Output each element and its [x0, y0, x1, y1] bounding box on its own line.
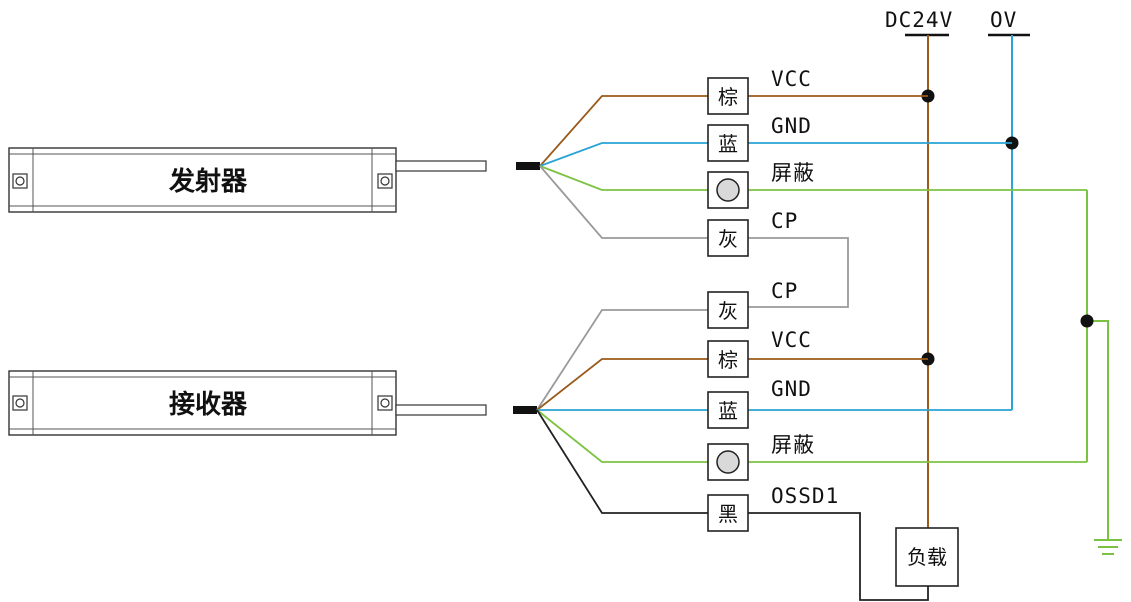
signal-label: OSSD1 [771, 484, 839, 508]
wire-green [536, 409, 708, 463]
signal-label: CP [771, 209, 798, 233]
ov-label: OV [990, 8, 1017, 32]
wire-tag: 棕 [718, 85, 738, 109]
wire-tag-box [707, 391, 749, 429]
wire-tag-box [707, 494, 749, 532]
wire-tag: 灰 [718, 227, 738, 251]
ossd-to-load [748, 512, 929, 601]
wire-brown [536, 358, 708, 411]
emitter-cable-end [516, 162, 540, 170]
shield-icon [716, 178, 740, 202]
wire-black [536, 409, 708, 514]
emitter-device: 发射器 [8, 147, 540, 213]
load-label: 负载 [907, 545, 947, 569]
junction-dot [1080, 314, 1094, 328]
signal-label: VCC [771, 328, 812, 352]
receiver-tags: 灰 CP 棕 VCC 蓝 GND 屏蔽 黑 OSSD1 [707, 279, 839, 532]
wire-tag-box [707, 219, 749, 257]
receiver-wires [536, 309, 1087, 601]
signal-label: VCC [771, 67, 812, 91]
shield-icon [716, 450, 740, 474]
receiver-device: 接收器 [8, 370, 537, 436]
emitter-tags: 棕 VCC 蓝 GND 屏蔽 灰 CP [707, 67, 815, 257]
receiver-cable [395, 404, 487, 416]
signal-label: CP [771, 279, 798, 303]
wire-tag-box [707, 291, 749, 329]
load-box: 负载 [895, 527, 959, 587]
dc24v-label: DC24V [885, 8, 953, 32]
signal-label: GND [771, 114, 812, 138]
emitter-name: 发射器 [168, 166, 248, 197]
wire-tag: 蓝 [718, 132, 738, 156]
wire-gray [536, 309, 708, 411]
wire-tag-box [707, 340, 749, 378]
wire-tag: 棕 [718, 348, 738, 372]
wire-gray [539, 165, 708, 239]
signal-label: GND [771, 377, 812, 401]
power-rails: DC24V OV [885, 8, 1122, 555]
cp-link [748, 237, 849, 308]
wire-tag: 黑 [718, 502, 738, 526]
wire-brown [539, 95, 708, 167]
ground-icon [1094, 539, 1122, 555]
signal-label: 屏蔽 [771, 433, 815, 457]
wire-tag-box [707, 77, 749, 115]
wire-tag: 灰 [718, 299, 738, 323]
wire-tag-box [707, 124, 749, 162]
ground-lead [1087, 320, 1109, 540]
wire-green [539, 165, 708, 191]
signal-label: 屏蔽 [771, 161, 815, 185]
wire-tag: 蓝 [718, 399, 738, 423]
emitter-wires [539, 95, 1087, 308]
emitter-cable [395, 160, 487, 172]
receiver-cable-end [513, 406, 537, 414]
receiver-name: 接收器 [169, 390, 248, 420]
wire-blue [539, 142, 708, 167]
